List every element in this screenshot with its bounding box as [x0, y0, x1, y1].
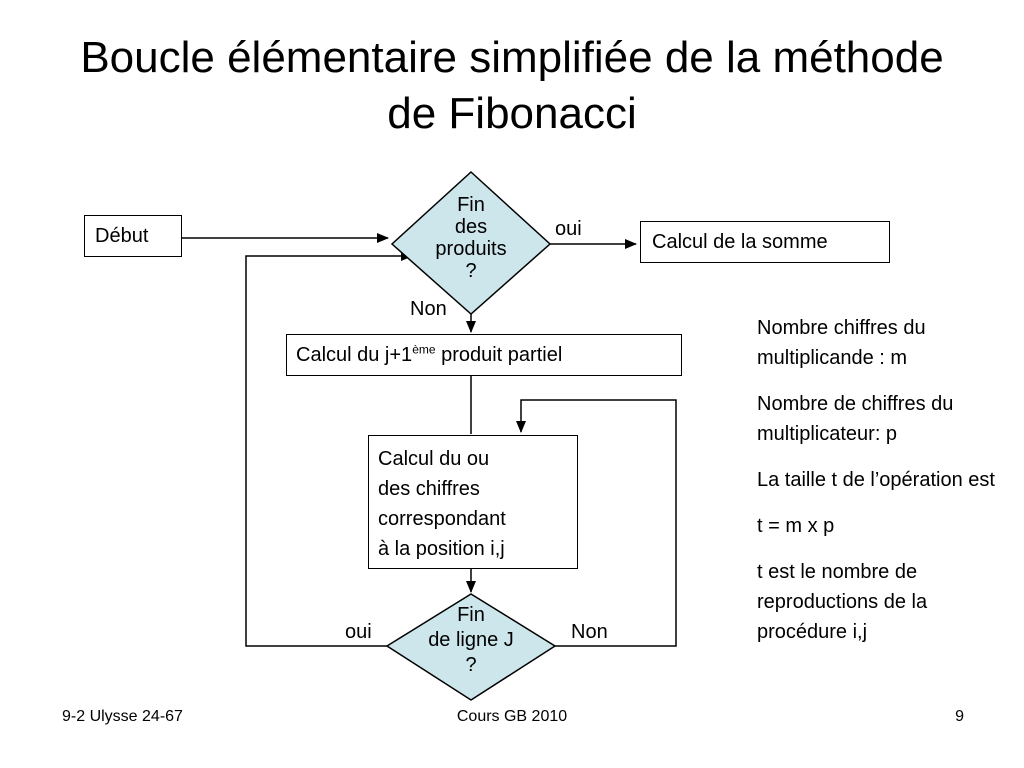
decision-1-yes-label: oui [555, 218, 582, 240]
digit-calc-line: des chiffres [378, 478, 480, 500]
digit-calc-line: à la position i,j [378, 538, 505, 560]
decision-2-no-label: Non [571, 621, 608, 643]
slide-title: Boucle élémentaire simplifiée de la méth… [80, 33, 944, 138]
digit-calc-line: correspondant [378, 508, 506, 530]
decision-diamond-2 [385, 593, 557, 701]
notes-panel: Nombre chiffres du multiplicande : m Nom… [757, 313, 997, 663]
partial-product-text-a: Calcul du j+1 [296, 344, 413, 366]
decision-1-line: Fin [457, 194, 485, 216]
partial-product-text-b: produit partiel [435, 344, 563, 366]
note: Nombre de chiffres du multiplicateur: p [757, 393, 954, 445]
note: Nombre chiffres du multiplicande : m [757, 317, 926, 369]
footer-left: 9-2 Ulysse 24-67 [62, 708, 183, 725]
decision-2-yes-label: oui [345, 621, 372, 643]
decision-2-line: Fin [457, 604, 485, 626]
digit-calc-line: Calcul du ou [378, 448, 490, 470]
decision-1-text: Fin des produits ? [421, 194, 521, 282]
decision-2-line: de ligne J [428, 629, 514, 651]
start-label: Début [95, 225, 149, 247]
sum-box: Calcul de la somme [640, 221, 890, 263]
partial-product-box: Calcul du j+1ème produit partiel [286, 334, 682, 376]
decision-1-line: des [454, 216, 488, 238]
note: La taille t de l’opération est [757, 469, 995, 491]
arrow-loop-to-step2 [516, 399, 677, 647]
sum-label: Calcul de la somme [652, 231, 828, 253]
partial-product-sup: ème [412, 342, 436, 357]
footer-center: Cours GB 2010 [456, 708, 568, 725]
note: t = m x p [757, 515, 835, 537]
footer-page-number: 9 [955, 708, 964, 725]
decision-2-line: ? [465, 654, 477, 676]
arrow-loop-to-decision1 [245, 251, 413, 647]
decision-diamond-1 [390, 170, 552, 316]
note: t est le nombre de reproductions de la p… [757, 561, 928, 643]
decision-1-line: produits [435, 238, 507, 260]
decision-2-text: Fin de ligne J ? [411, 603, 531, 678]
decision-1-line: ? [465, 260, 477, 282]
digit-calc-box: Calcul du ou des chiffres correspondant … [368, 435, 578, 569]
decision-1-no-label: Non [410, 298, 447, 320]
start-box: Début [84, 215, 182, 257]
